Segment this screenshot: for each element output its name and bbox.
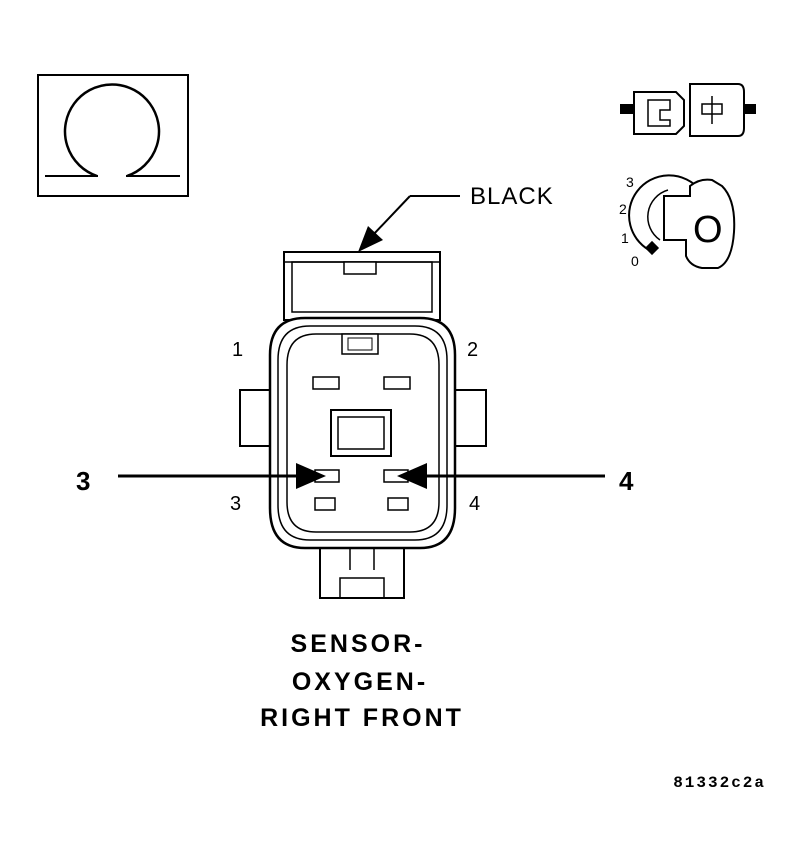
probe-arrow-left [118, 463, 326, 489]
ignition-position-3: 3 [626, 174, 634, 190]
cavity-2 [383, 376, 411, 390]
ohm-symbol-icon [37, 74, 189, 197]
ignition-position-1: 1 [621, 230, 629, 246]
pin-label-2: 2 [467, 339, 478, 361]
title-line-3: RIGHT FRONT [260, 704, 464, 732]
color-callout: BLACK [358, 183, 554, 252]
probe-label-right: 4 [619, 466, 634, 496]
figure-id: 81332c2a [673, 774, 766, 792]
pin-label-4: 4 [469, 493, 480, 515]
color-callout-label: BLACK [470, 183, 554, 210]
ignition-key-icon: O 3 2 1 0 [619, 174, 736, 269]
pin-label-1: 1 [232, 339, 243, 361]
ignition-position-2: 2 [619, 201, 627, 217]
connector-disconnected-icon [620, 83, 756, 137]
title-line-2: OXYGEN- [292, 668, 428, 696]
ignition-position-0: 0 [631, 253, 639, 269]
connector-face [239, 251, 487, 599]
title-line-1: SENSOR- [291, 630, 426, 658]
probe-label-left: 3 [76, 466, 90, 496]
pin-label-3: 3 [230, 493, 241, 515]
probe-arrow-right [397, 463, 605, 489]
cavity-1 [312, 376, 340, 390]
key-glyph: O [693, 209, 723, 251]
